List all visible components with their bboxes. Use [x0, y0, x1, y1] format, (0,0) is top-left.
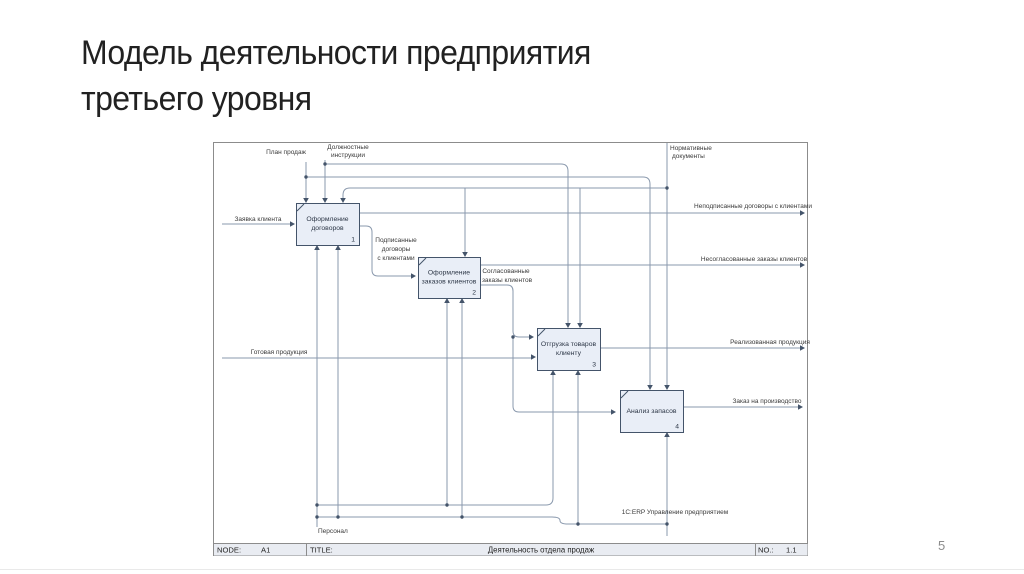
- junction-dot: [511, 335, 515, 339]
- label-normativnye-dokumenty-1: Нормативные: [670, 145, 712, 152]
- activity-box-2-label: Оформление: [428, 270, 470, 277]
- arrowhead: [340, 198, 346, 203]
- mech-erp-main: [317, 516, 667, 525]
- node-value: A1: [261, 546, 270, 555]
- arrowhead: [575, 370, 581, 375]
- arrowhead: [800, 345, 805, 351]
- junction-dot: [665, 522, 669, 526]
- arrowhead: [303, 198, 309, 203]
- junction-dot: [460, 515, 464, 519]
- label-soglasovannye-zakazy-1: Согласованные: [482, 268, 530, 275]
- page-number: 5: [938, 538, 946, 553]
- arrowhead: [664, 432, 670, 437]
- label-1c-erp: 1С:ERP Управление предприятием: [622, 509, 729, 516]
- footer-divider: [0, 569, 1024, 570]
- arrowhead: [800, 210, 805, 216]
- arrowhead: [411, 273, 416, 279]
- slide-title: Модель деятельности предприятия третьего…: [81, 30, 591, 122]
- activity-box-3-label: Отгрузка товаров: [541, 341, 597, 348]
- slide-title-line-2: третьего уровня: [81, 80, 312, 118]
- mech-personal-branch: [317, 375, 554, 506]
- node-label: NODE:: [217, 546, 241, 555]
- activity-box-1-label: Оформление: [306, 216, 348, 223]
- label-realizovannaya-produktsiya: Реализованная продукция: [730, 339, 810, 346]
- activity-box-2: [418, 257, 481, 299]
- out-soglasovannye-box4: [512, 337, 612, 413]
- junction-dot: [445, 503, 449, 507]
- junction-dot: [576, 522, 580, 526]
- activity-box-2-fold-icon: [418, 257, 427, 266]
- label-nepodpisannye-dogovory: Неподписанные договоры с клиентами: [694, 203, 812, 210]
- junction-dot: [315, 515, 319, 519]
- activity-box-3: [537, 328, 601, 371]
- arrowhead: [444, 298, 450, 303]
- activity-box-2-number: 2: [472, 290, 476, 297]
- arrowhead: [550, 370, 556, 375]
- label-podpisannye-dogovory-2: договоры: [382, 246, 411, 253]
- arrowhead: [314, 245, 320, 250]
- arrowhead: [322, 198, 328, 203]
- arrowhead: [664, 385, 670, 390]
- slide-title-line-1: Модель деятельности предприятия: [81, 34, 591, 72]
- title-bar: [214, 543, 808, 556]
- junction-dot: [336, 515, 340, 519]
- arrowhead: [531, 354, 536, 360]
- label-normativnye-dokumenty-2: документы: [672, 153, 705, 160]
- arrowhead: [335, 245, 341, 250]
- label-zakaz-na-proizvodstvo: Заказ на производство: [732, 398, 801, 405]
- arrowhead: [290, 221, 295, 227]
- activity-box-1: [296, 203, 360, 246]
- junction-dot: [323, 162, 327, 166]
- label-podpisannye-dogovory-1: Подписанные: [375, 237, 417, 244]
- label-zayavka-klienta: Заявка клиента: [235, 216, 282, 223]
- out-podpisannye: [359, 225, 413, 277]
- no-label: NO.:: [758, 546, 774, 555]
- label-gotovaya-produktsiya: Готовая продукция: [251, 349, 308, 356]
- title-bar-lines: [213, 543, 808, 556]
- label-soglasovannye-zakazy-2: заказы клиентов: [482, 277, 533, 284]
- title-label: TITLE:: [310, 546, 333, 555]
- arrowhead: [462, 252, 468, 257]
- junction-dot: [315, 503, 319, 507]
- no-value: 1.1: [786, 546, 797, 555]
- arrowhead: [459, 298, 465, 303]
- activity-box-4: [620, 390, 684, 433]
- activity-box-4-number: 4: [675, 424, 679, 431]
- activity-box-1-label: договоров: [311, 225, 344, 232]
- activity-box-1-fold-icon: [296, 203, 305, 212]
- activity-box-3-number: 3: [592, 362, 596, 369]
- arrowhead: [565, 323, 571, 328]
- activity-box-3-label: клиенту: [556, 350, 582, 357]
- activity-box-4-fold-icon: [620, 390, 629, 399]
- label-plan-prodazh: План продаж: [266, 149, 306, 156]
- label-podpisannye-dogovory-3: с клиентами: [377, 255, 415, 262]
- arrowhead: [647, 385, 653, 390]
- ctl-normativnye-branch-left: [342, 187, 667, 198]
- ctl-dolzhnostnye-branch-box3: [325, 163, 569, 323]
- activity-box-3-fold-icon: [537, 328, 546, 337]
- title-value: Деятельность отдела продаж: [488, 546, 595, 555]
- label-dolzhnostnye-instruktsii-2: инструкции: [331, 152, 365, 159]
- arrowhead: [611, 409, 616, 415]
- label-personal: Персонал: [318, 528, 348, 535]
- activity-box-1-number: 1: [351, 237, 355, 244]
- activity-box-4-label: Анализ запасов: [626, 408, 676, 415]
- activity-box-2-label: заказов клиентов: [422, 279, 477, 286]
- junction-dot: [304, 175, 308, 179]
- arrowhead: [529, 334, 534, 340]
- out-soglasovannye-box3: [480, 284, 529, 338]
- arrowhead: [798, 404, 803, 410]
- junction-dot: [665, 186, 669, 190]
- arrowhead: [577, 323, 583, 328]
- ctl-plan-branch-box4: [306, 176, 651, 385]
- label-dolzhnostnye-instruktsii-1: Должностные: [327, 144, 369, 151]
- arrowhead: [800, 262, 805, 268]
- label-nesoglasovannye-zakazy: Несогласованные заказы клиентов: [701, 256, 808, 263]
